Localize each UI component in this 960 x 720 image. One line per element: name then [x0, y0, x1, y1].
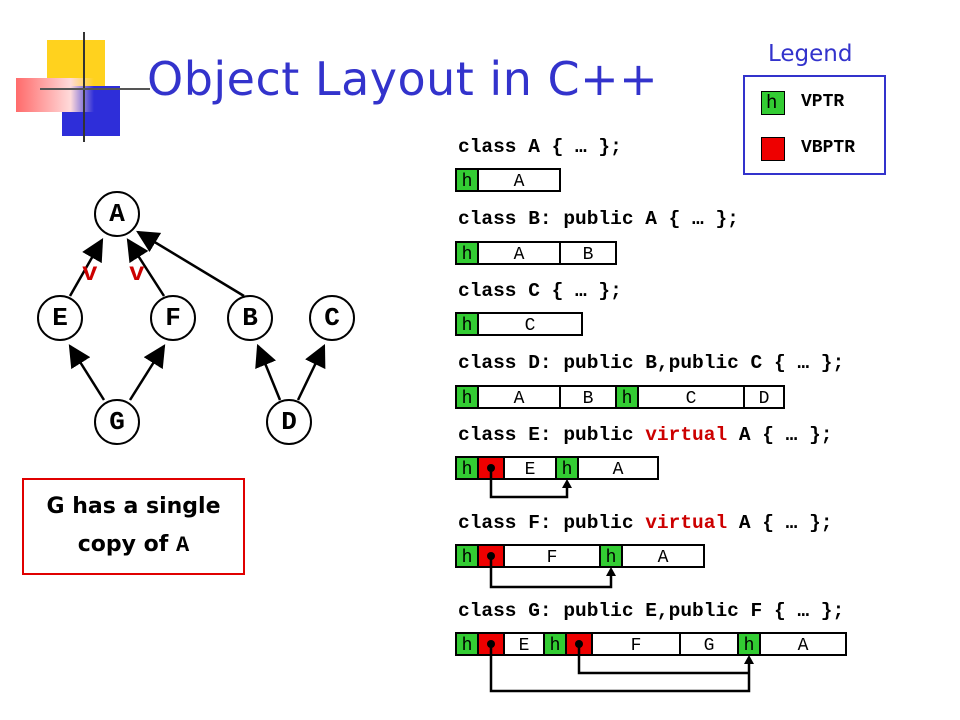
b-field-cell: [559, 241, 617, 265]
decor-vertical-line: [83, 32, 85, 142]
d-c-field-label: C: [686, 389, 697, 409]
graph-node-a: A: [94, 191, 140, 237]
decor-red-glow: [16, 78, 94, 112]
legend-label: Legend: [768, 41, 853, 67]
note-line-2: copy of A: [77, 532, 190, 558]
legend-vbptr-swatch: [761, 137, 785, 161]
graph-node-b: B: [227, 295, 273, 341]
note-box: G has a single copy of A: [22, 478, 245, 575]
graph-node-e: E: [37, 295, 83, 341]
edge-b-a: [136, 230, 245, 298]
g-vbptr-arrow: [744, 655, 754, 664]
legend-vbptr-text: VBPTR: [801, 138, 856, 158]
class-a-decl: class A { … };: [458, 136, 622, 158]
b-field-label: B: [583, 245, 594, 265]
f-a-vptr-label: h: [606, 548, 617, 568]
legend-vptr-swatch: h: [761, 91, 785, 115]
g-e-vbptr-link: [489, 644, 751, 693]
edge-g-e: [68, 344, 106, 401]
g-f-field-label: F: [631, 636, 642, 656]
c-field-label: C: [525, 316, 536, 336]
g-a-field-label: A: [798, 636, 809, 656]
g-e-vptr-label: h: [462, 636, 473, 656]
b-vptr-label: h: [462, 245, 473, 265]
e-field-label: E: [525, 460, 536, 480]
f-vptr-label: h: [462, 548, 473, 568]
g-f-vptr-label: h: [550, 636, 561, 656]
a-field-cell: [477, 168, 561, 192]
d-field-cell: [743, 385, 785, 409]
d-vptr-2-label: h: [622, 389, 633, 409]
legend-vptr-letter: h: [766, 92, 778, 114]
virtual-keyword: virtual: [645, 512, 728, 534]
g-f-vbptr-link: [577, 644, 749, 675]
virtual-mark-f: v: [129, 258, 145, 288]
c-vptr-label: h: [462, 316, 473, 336]
graph-node-f: F: [150, 295, 196, 341]
d-field-label: D: [759, 389, 770, 409]
c-field-cell: [477, 312, 583, 336]
graph-node-c: C: [309, 295, 355, 341]
legend-box: h VPTR VBPTR: [743, 75, 886, 175]
e-a-vptr-label: h: [562, 460, 573, 480]
class-c-decl: class C { … };: [458, 280, 622, 302]
e-a-field-cell: [577, 456, 659, 480]
a-vptr-label: h: [462, 172, 473, 192]
graph-node-d: D: [266, 399, 312, 445]
virtual-keyword: virtual: [645, 424, 728, 446]
f-field-label: F: [547, 548, 558, 568]
f-vbptr-arrow: [606, 567, 616, 576]
decor-horizontal-line: [40, 88, 150, 90]
edge-d-b: [255, 343, 282, 401]
class-g-decl: class G: public E,public F { … };: [458, 600, 845, 622]
edge-f-a: [126, 238, 166, 297]
class-b-decl: class B: public A { … };: [458, 208, 739, 230]
e-vbptr-link: [489, 468, 569, 499]
note-line-1: G has a single: [46, 494, 221, 519]
b-a-field-label: A: [514, 245, 525, 265]
class-d-decl: class D: public B,public C { … };: [458, 352, 845, 374]
d-vptr-1-label: h: [462, 389, 473, 409]
g-a-vptr-label: h: [744, 636, 755, 656]
g-e-field-label: E: [519, 636, 530, 656]
d-b-field-label: B: [583, 389, 594, 409]
g-a-field-cell: [759, 632, 847, 656]
virtual-mark-e: v: [82, 258, 98, 288]
e-vptr-label: h: [462, 460, 473, 480]
d-a-field-label: A: [514, 389, 525, 409]
f-vbptr-link: [489, 556, 613, 589]
class-e-decl: class E: public virtual A { … };: [458, 424, 833, 446]
legend-vptr-text: VPTR: [801, 92, 845, 112]
edge-d-c: [296, 343, 326, 401]
edge-g-f: [128, 344, 166, 401]
e-vbptr-arrow: [562, 479, 572, 488]
class-f-decl: class F: public virtual A { … };: [458, 512, 833, 534]
f-a-field-label: A: [658, 548, 669, 568]
a-field-label: A: [514, 172, 525, 192]
graph-node-g: G: [94, 399, 140, 445]
page-title: Object Layout in C++: [147, 52, 659, 106]
e-a-field-label: A: [613, 460, 624, 480]
f-a-field-cell: [621, 544, 705, 568]
edge-e-a: [68, 238, 104, 297]
g-field-label: G: [704, 636, 715, 656]
